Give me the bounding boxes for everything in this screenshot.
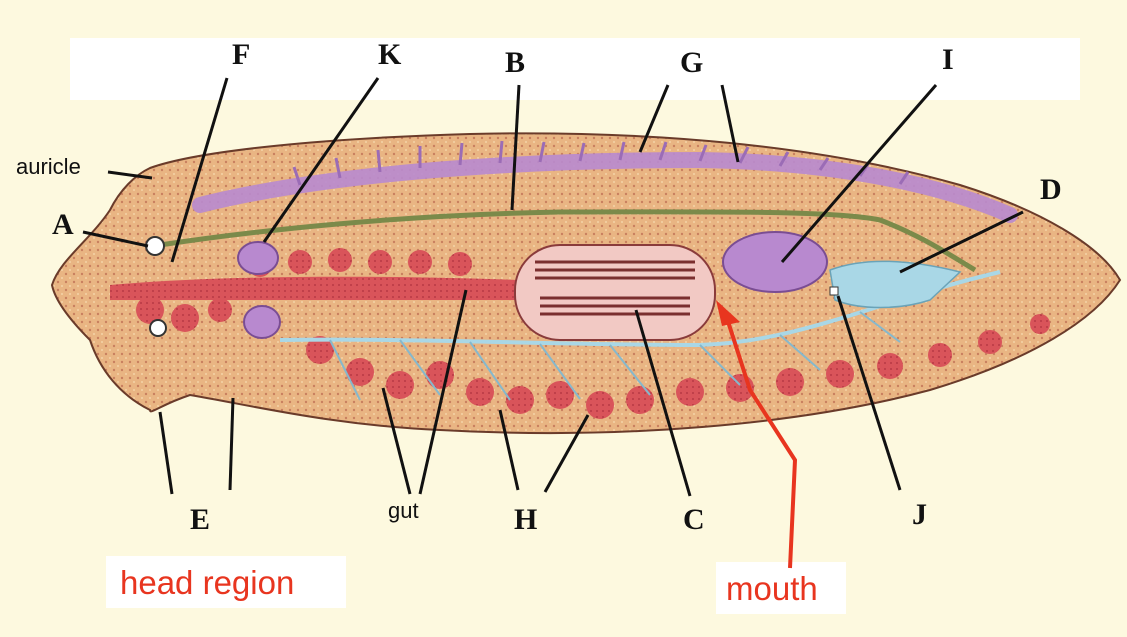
label-H: H	[514, 505, 537, 535]
label-head-region: head region	[120, 566, 294, 599]
bulb-I	[723, 232, 827, 292]
eyespot-A	[146, 237, 164, 255]
genital-pore-marker	[830, 287, 838, 295]
label-J: J	[912, 500, 927, 530]
label-I: I	[942, 45, 954, 75]
label-B: B	[505, 48, 525, 78]
ovary-K	[238, 242, 278, 274]
label-auricle: auricle	[16, 156, 81, 178]
label-gut: gut	[388, 500, 419, 522]
label-C: C	[683, 505, 705, 535]
ovary-lower	[244, 306, 280, 338]
pharynx-sheath	[515, 245, 715, 340]
label-mouth: mouth	[726, 572, 818, 605]
lower-eyespot	[150, 320, 166, 336]
label-F: F	[232, 40, 250, 70]
label-G: G	[680, 48, 703, 78]
label-D: D	[1040, 175, 1062, 205]
label-E: E	[190, 505, 210, 535]
label-K: K	[378, 40, 401, 70]
label-A: A	[52, 210, 74, 240]
